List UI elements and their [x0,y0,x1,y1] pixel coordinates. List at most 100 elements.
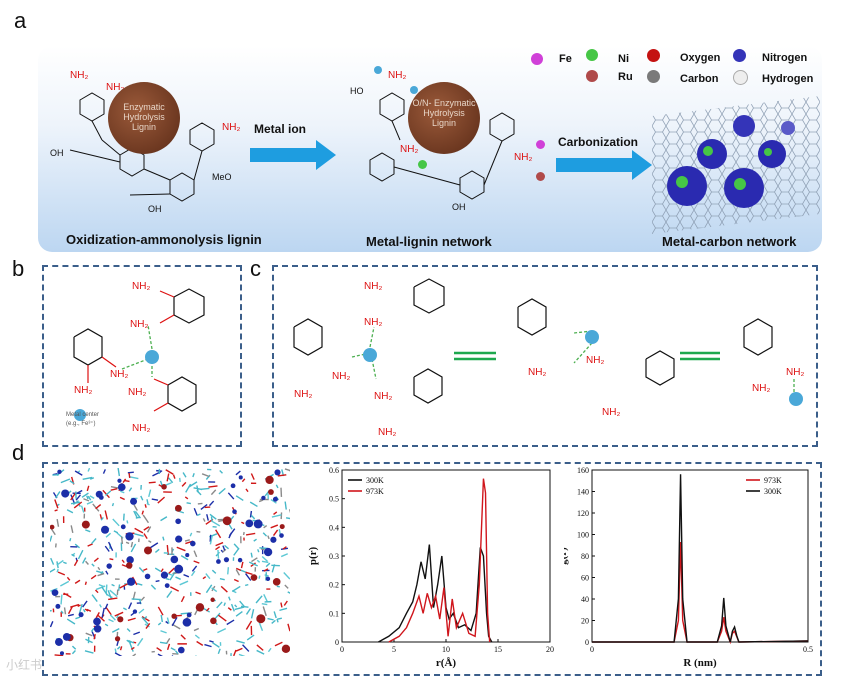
md-atom [237,557,243,563]
md-bond [200,487,210,490]
md-bond [185,483,192,493]
md-bond [101,607,105,618]
md-bond [63,561,67,565]
md-atom [186,612,192,618]
md-atom [256,614,266,624]
md-atom [132,609,138,614]
md-bond [117,468,121,477]
md-bond [267,647,272,653]
x-tick-label: 0 [590,645,594,654]
md-bond [212,642,220,648]
lignin-circle-left [108,82,180,154]
md-bond [169,586,180,592]
md-atom [130,497,138,505]
md-bond [128,602,133,610]
x-axis-label: R (nm) [683,657,717,669]
md-bond [248,561,258,567]
svg-text:NH₂: NH₂ [128,387,146,398]
md-atom [265,475,274,485]
md-bond [210,516,213,522]
lignin-structure-middle: NH₂ NH₂ NH₂ HO OH [350,70,532,212]
md-bond [165,469,174,475]
x-tick-label: 15 [494,645,502,654]
lignin-circle-middle-label: O/N- Enzymatic Hydrolysis Lignin [412,98,476,128]
legend-nitrogen-label: Nitrogen [762,52,808,64]
md-bond [109,589,118,598]
md-bond [170,647,176,651]
md-bond [263,594,268,603]
md-bond [240,561,244,569]
md-bond [70,492,77,501]
md-bond [255,595,263,604]
series-line-973K [592,542,809,645]
md-bond [214,612,221,620]
md-bond [116,646,121,650]
md-bond [140,495,144,501]
legend-hydrogen-label: Hydrogen [762,73,814,85]
md-bond [196,530,201,533]
md-bond [69,480,75,485]
md-bond [138,608,145,614]
md-bond [146,499,149,504]
md-bond [230,603,235,612]
md-bond [105,490,112,496]
md-atom [144,573,151,580]
md-bond [109,614,116,621]
panel-label-d: d [12,440,25,465]
md-atom [185,553,190,558]
md-bond [66,618,76,625]
md-bond [50,568,56,573]
md-bond [122,607,127,611]
md-bond [128,639,135,644]
md-bond [99,514,103,520]
svg-text:MeO: MeO [212,172,232,182]
y-tick-label: 0.2 [329,581,339,590]
panel-label-a: a [14,8,27,33]
md-bond [253,538,257,542]
md-bond [216,601,223,609]
md-bond [201,473,210,478]
md-atom [62,633,71,641]
md-bond [165,620,169,625]
svg-text:NH₂: NH₂ [130,319,148,330]
md-bond [280,553,289,558]
md-bond [180,595,185,603]
md-bond [110,485,120,489]
md-bond [137,637,144,647]
md-bond [271,619,276,625]
md-bond [89,477,95,480]
md-bond [70,501,81,505]
md-bond [111,628,120,633]
svg-text:OH: OH [50,148,64,158]
md-bond [97,566,101,571]
md-bond [261,603,268,606]
legend-label-973K: 973K [764,476,782,485]
md-simulation-snapshot [50,468,290,656]
svg-text:NH₂: NH₂ [378,427,396,438]
md-atom [164,583,170,588]
md-bond [282,546,287,550]
md-bond [114,652,123,656]
md-atom [174,504,182,512]
md-bond [127,617,136,622]
md-bond [202,518,206,522]
md-atom [177,646,185,654]
svg-text:OH: OH [452,202,466,212]
md-bond [87,495,92,501]
md-bond [56,518,60,527]
y-axis-label: g(r) [564,547,569,565]
md-bond [120,490,125,494]
md-bond [133,631,141,636]
md-bond [108,618,114,623]
md-atom [281,644,290,654]
svg-text:NH₂: NH₂ [602,407,620,418]
md-bond [205,573,211,580]
md-bond [250,562,256,568]
md-bond [223,602,226,607]
md-bond [176,546,186,552]
md-atom [261,495,266,501]
arrow-carbonization [556,150,652,180]
y-tick-label: 0.3 [329,552,339,561]
md-bond [222,545,226,551]
md-bond [250,473,255,480]
